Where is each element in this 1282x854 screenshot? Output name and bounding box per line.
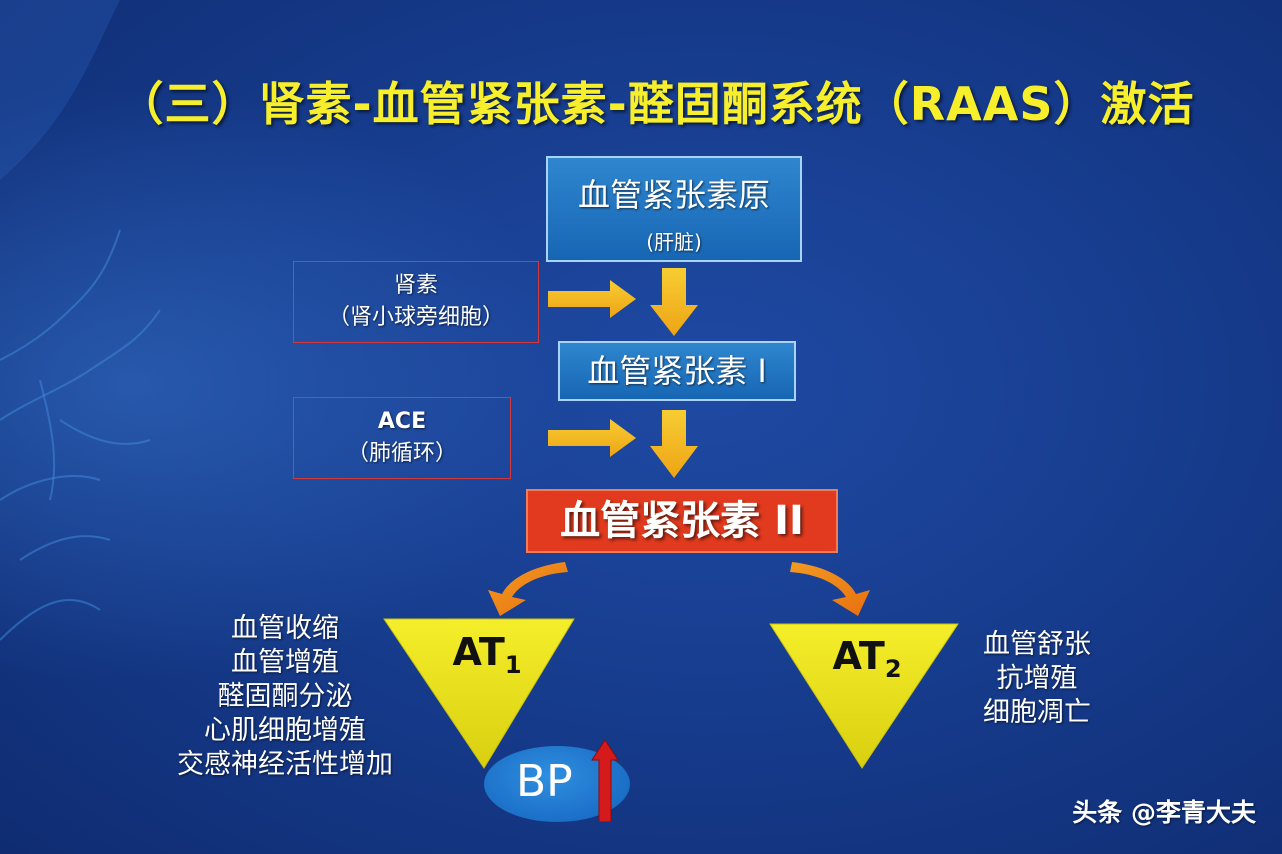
at2-effect: 抗增殖 [996, 663, 1078, 694]
angiotensinogen-label: 血管紧张素原 [577, 176, 770, 214]
at2-effect: 细胞凋亡 [983, 697, 1091, 728]
angiotensinogen-source: (肝脏) [646, 230, 702, 254]
angiotensinogen-box: 血管紧张素原 (肝脏) [546, 156, 802, 262]
page-title: （三）肾素-血管紧张素-醛固酮系统（RAAS）激活 [117, 77, 1195, 131]
at1-subscript: 1 [504, 651, 522, 679]
at1-effect: 血管增殖 [231, 647, 339, 678]
renin-to-flow-arrow [548, 280, 636, 318]
angiotensin-2-label: 血管紧张素 II [560, 498, 804, 544]
ace-source: （肺循环） [346, 441, 457, 466]
angiotensin-1-box: 血管紧张素 I [558, 341, 796, 401]
at2-effects-list: 血管舒张 抗增殖 细胞凋亡 [962, 628, 1112, 730]
down-arrow-to-ang2 [650, 410, 698, 478]
bp-label: BP [516, 756, 573, 807]
renin-box: 肾素 （肾小球旁细胞） [293, 261, 539, 343]
at1-label: AT1 [452, 630, 522, 679]
ace-label: ACE [377, 409, 427, 434]
at1-effects-list: 血管收缩 血管增殖 醛固酮分泌 心肌细胞增殖 交感神经活性增加 [140, 612, 430, 782]
ace-box: ACE （肺循环） [293, 397, 511, 479]
angiotensin-1-label: 血管紧张素 I [587, 352, 767, 390]
at2-label: AT2 [832, 634, 902, 683]
at1-effect: 交感神经活性增加 [177, 749, 393, 780]
renin-source: （肾小球旁细胞） [327, 305, 504, 330]
angiotensin-2-box: 血管紧张素 II [526, 489, 838, 553]
at1-effect: 心肌细胞增殖 [204, 715, 366, 746]
at2-subscript: 2 [884, 655, 902, 683]
at1-triangle [383, 618, 575, 769]
at1-effect: 血管收缩 [231, 613, 339, 644]
watermark: 头条 @李青大夫 [1072, 798, 1256, 827]
bp-up-arrow-icon [591, 739, 619, 822]
curve-arrow-to-at1 [488, 562, 568, 616]
curve-arrow-to-at2 [790, 562, 870, 616]
ace-to-flow-arrow [548, 419, 636, 457]
at2-effect: 血管舒张 [983, 629, 1091, 660]
renin-label: 肾素 [393, 273, 438, 298]
down-arrow-to-ang1 [650, 268, 698, 336]
at2-triangle [769, 623, 959, 769]
at1-effect: 醛固酮分泌 [217, 681, 353, 712]
